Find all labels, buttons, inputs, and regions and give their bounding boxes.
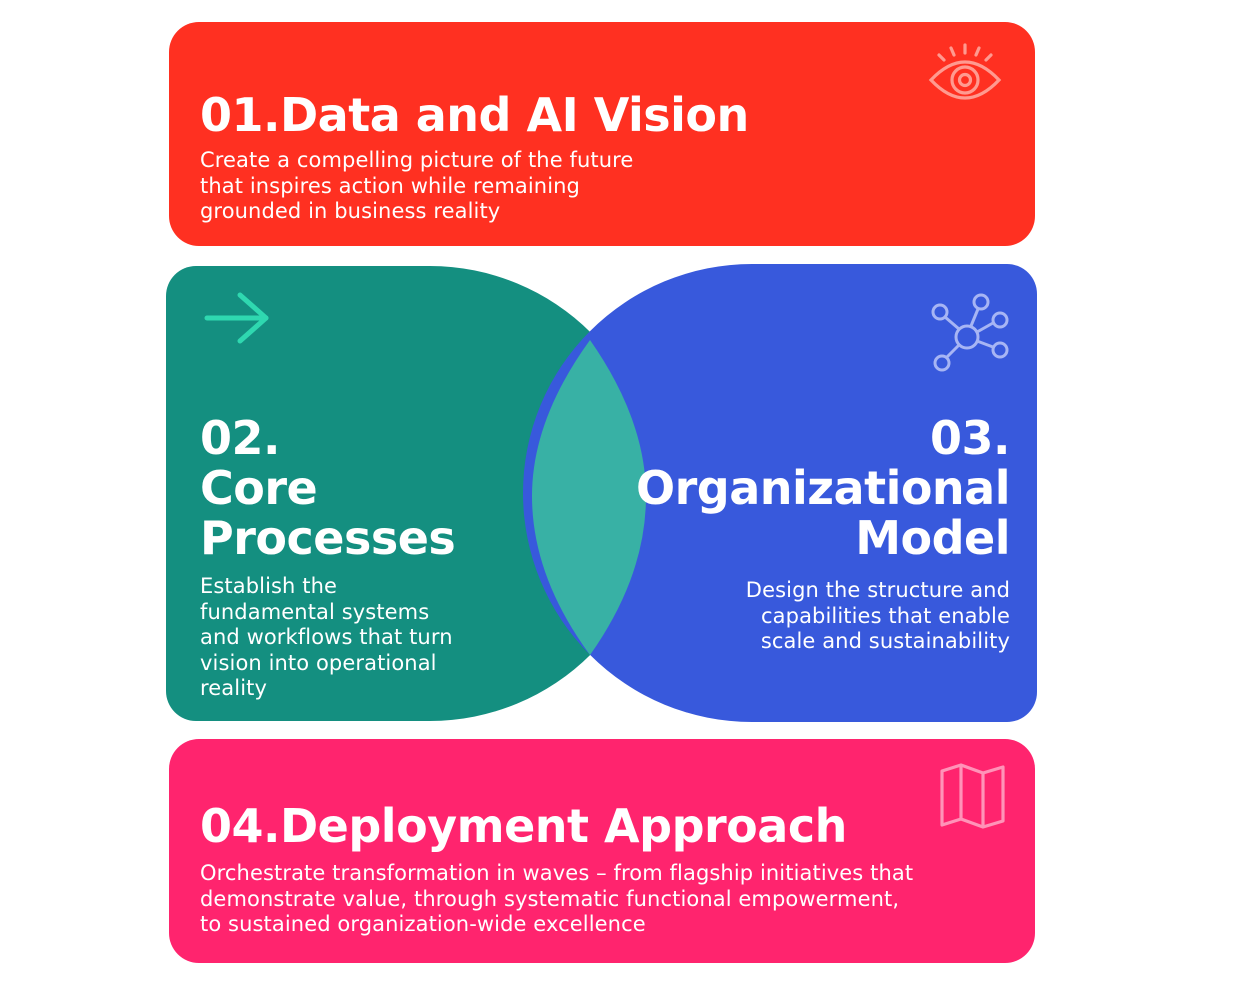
organizational-model-description: Design the structure and capabilities th…: [745, 578, 1010, 653]
venn-overlap: [532, 340, 646, 655]
org-number: 03.: [930, 411, 1011, 465]
organizational-model-title: 03. Organizational Model: [635, 411, 1011, 565]
org-title-line1: Organizational: [635, 461, 1011, 515]
deployment-description: Orchestrate transformation in waves – fr…: [200, 861, 914, 936]
core-processes-shape: [166, 266, 658, 721]
org-title-line2: Model: [855, 511, 1010, 565]
network-icon: [931, 293, 1009, 372]
arrow-right-icon: [204, 292, 269, 344]
core-number: 02.: [200, 411, 281, 465]
core-title-line1: Core: [200, 461, 318, 515]
eye-icon: [928, 43, 1002, 100]
organizational-model-shape: [523, 264, 1037, 722]
vision-card: 01.Data and AI Vision Create a compellin…: [169, 22, 1035, 246]
deployment-card: 04.Deployment Approach Orchestrate trans…: [169, 739, 1035, 963]
map-icon: [940, 763, 1005, 829]
core-processes-title: 02. Core Processes: [200, 411, 456, 565]
deployment-title: 04.Deployment Approach: [200, 799, 847, 853]
vision-description: Create a compelling picture of the futur…: [200, 148, 634, 223]
vision-title: 01.Data and AI Vision: [200, 88, 749, 142]
core-title-line2: Processes: [200, 511, 456, 565]
core-processes-description: Establish the fundamental systems and wo…: [200, 574, 453, 700]
